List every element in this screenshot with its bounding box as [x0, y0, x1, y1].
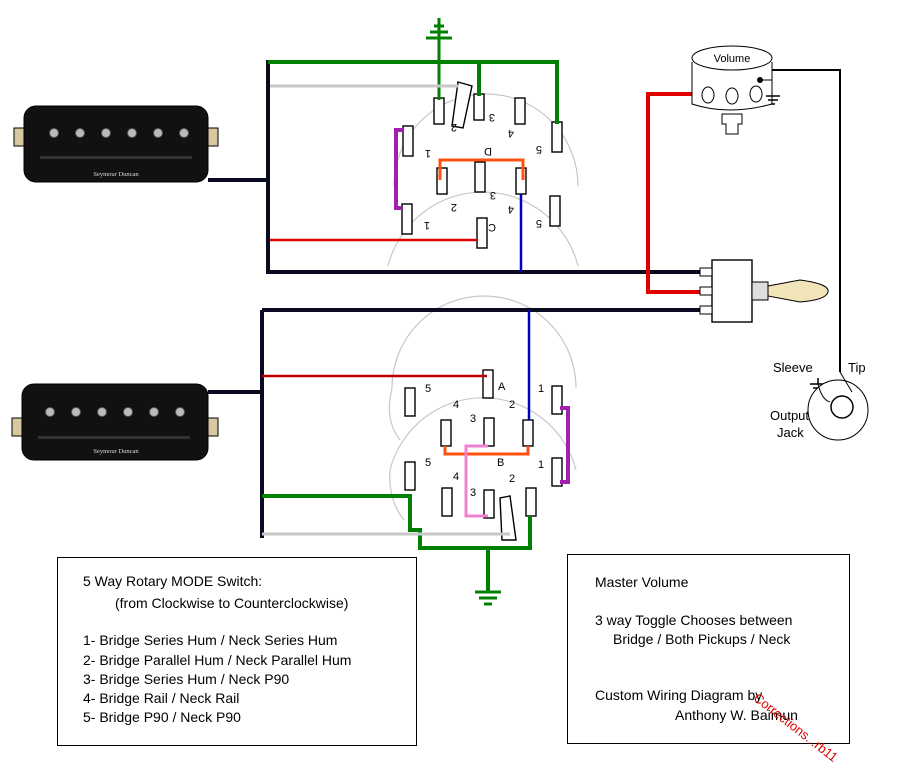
svg-text:2: 2 [451, 121, 457, 133]
toggle-options-text: Bridge / Both Pickups / Neck [613, 631, 791, 647]
credit-text: Custom Wiring Diagram by [595, 687, 763, 703]
mode-item: 4- Bridge Rail / Neck Rail [83, 690, 240, 706]
volume-label: Volume [714, 53, 751, 65]
wafer-d-label: D [484, 145, 492, 157]
output-jack: Sleeve Tip Output Jack [770, 360, 869, 441]
wafer-c-label: C [488, 221, 496, 233]
svg-text:1: 1 [424, 219, 430, 231]
tip-label: Tip [848, 360, 866, 375]
svg-text:1: 1 [538, 459, 544, 471]
svg-text:2: 2 [509, 473, 515, 485]
svg-text:3: 3 [470, 487, 476, 499]
mode-item: 2- Bridge Parallel Hum / Neck Parallel H… [83, 652, 352, 668]
output-jack-line1: Output [770, 408, 809, 423]
ground-symbol-top [426, 18, 452, 44]
lower-switch-lugs [404, 369, 563, 519]
bottom-pickup-brand: Seymour Duncan [93, 448, 139, 455]
mode-item: 3- Bridge Series Hum / Neck P90 [83, 671, 290, 687]
author-name: Anthony W. Baimun [675, 707, 798, 723]
svg-text:5: 5 [425, 457, 431, 469]
bottom-humbucker-pickup: Seymour Duncan [11, 383, 219, 461]
ground-symbol-bottom [475, 590, 501, 606]
wafer-a-label: A [498, 381, 506, 393]
svg-text:5: 5 [425, 383, 431, 395]
lower-switch-numbers: 5 4 3 2 1 A 5 4 3 2 1 B [425, 381, 544, 499]
svg-text:5: 5 [536, 143, 542, 155]
toggle-text: 3 way Toggle Chooses between [595, 612, 793, 628]
volume-pot: Volume [691, 45, 780, 135]
upper-switch-numbers: 1 2 3 4 5 D 1 2 3 4 5 C [424, 111, 542, 233]
sleeve-label: Sleeve [773, 360, 813, 375]
three-way-toggle [699, 259, 829, 323]
mode-subtitle: (from Clockwise to Counterclockwise) [115, 595, 349, 611]
svg-text:3: 3 [490, 189, 496, 201]
svg-text:2: 2 [451, 201, 457, 213]
master-info-box: Master Volume 3 way Toggle Chooses betwe… [567, 554, 850, 744]
svg-text:3: 3 [489, 111, 495, 123]
svg-text:3: 3 [470, 413, 476, 425]
svg-text:4: 4 [453, 471, 459, 483]
wafer-b-label: B [497, 457, 504, 469]
svg-text:4: 4 [508, 203, 514, 215]
svg-text:2: 2 [509, 399, 515, 411]
mode-switch-legend: 5 Way Rotary MODE Switch: (from Clockwis… [57, 557, 417, 746]
mode-title: 5 Way Rotary MODE Switch: [83, 573, 263, 589]
svg-text:4: 4 [508, 127, 514, 139]
master-volume-text: Master Volume [595, 574, 689, 590]
svg-text:1: 1 [538, 383, 544, 395]
top-pickup-brand: Seymour Duncan [93, 171, 139, 178]
svg-text:1: 1 [425, 147, 431, 159]
svg-text:4: 4 [453, 399, 459, 411]
lower-rotary-switch [388, 295, 577, 521]
mode-item: 1- Bridge Series Hum / Neck Series Hum [83, 632, 338, 648]
mode-item: 5- Bridge P90 / Neck P90 [83, 709, 241, 725]
output-jack-line2: Jack [777, 425, 804, 440]
top-humbucker-pickup: Seymour Duncan [13, 105, 219, 183]
svg-text:5: 5 [536, 217, 542, 229]
